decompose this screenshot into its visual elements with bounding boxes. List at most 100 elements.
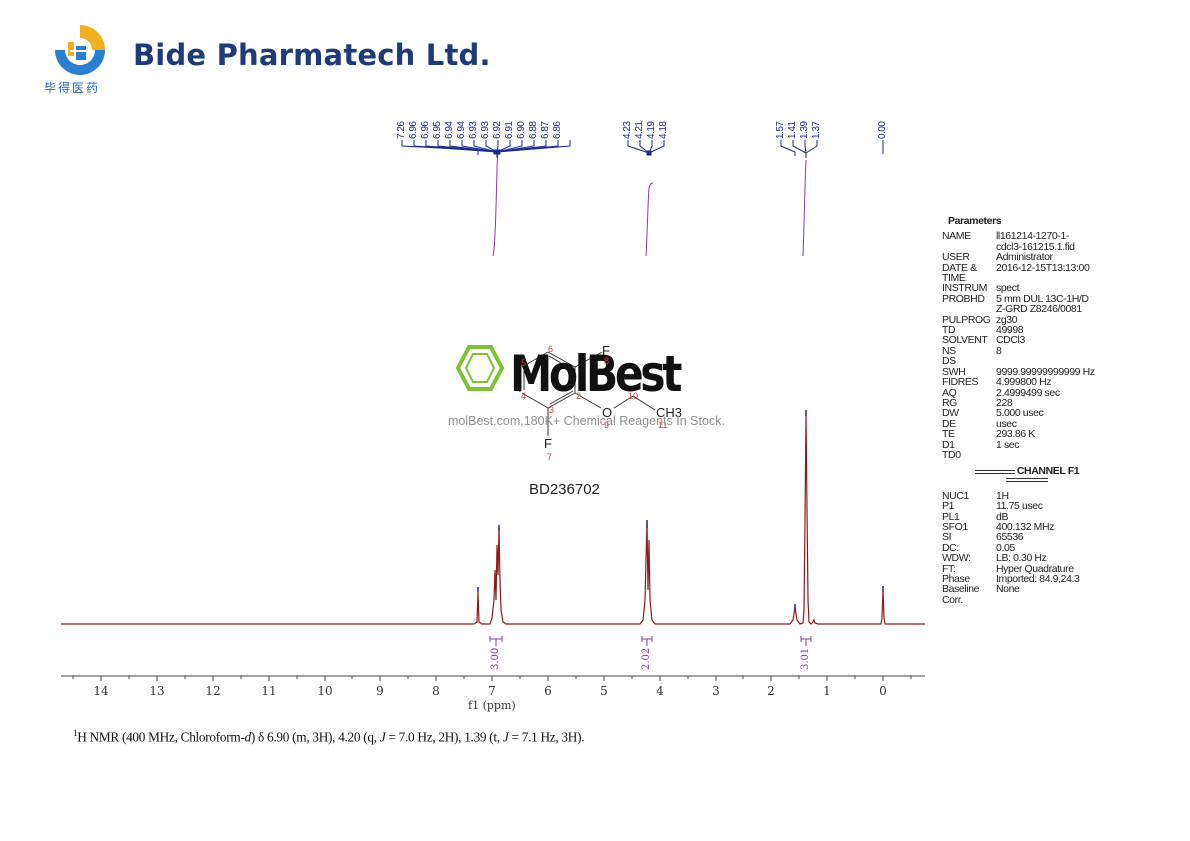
parameter-key: DE	[942, 417, 956, 430]
company-name: Bide Pharmatech Ltd.	[133, 38, 491, 72]
parameter-key: INSTRUM	[942, 282, 988, 295]
desc-d: d	[244, 729, 252, 745]
integration-curves	[492, 151, 807, 257]
parameter-value: 9999.99999999999 Hz	[996, 365, 1095, 378]
parameter-key: RG	[942, 396, 957, 409]
parameter-key: SFO1	[942, 520, 968, 533]
parameter-key: WDW:	[942, 552, 971, 565]
parameter-row: SWH 9999.99999999999 Hz	[942, 365, 1112, 378]
parameter-value: 2.4999499 sec	[996, 386, 1060, 399]
x-tick-label: 4	[656, 684, 664, 698]
parameter-key: DS	[942, 355, 956, 368]
parameter-key: PULPROG	[942, 313, 991, 326]
peak-label: 0.00	[877, 121, 888, 139]
channel-title-text: CHANNEL F1	[1016, 465, 1080, 478]
peak-label: 6.93	[480, 121, 491, 139]
x-tick-label: 14	[93, 684, 109, 698]
atom-label-f7: F	[544, 436, 552, 451]
peak-label: 6.92	[492, 121, 503, 139]
x-axis-label: f1 (ppm)	[468, 699, 516, 712]
x-axis-ticks	[72, 676, 912, 681]
integral-value: 3.00	[490, 647, 501, 670]
peak-label: 6.96	[408, 121, 419, 139]
watermark-brand: MolBest	[510, 345, 682, 403]
parameter-value: None	[996, 583, 1020, 596]
parameter-key: Phase	[942, 573, 970, 585]
x-tick-label: 6	[544, 684, 552, 698]
atom-label-ch3: CH3	[656, 405, 683, 420]
nmr-description: 1H NMR (400 MHz, Chloroform-d) δ 6.90 (m…	[73, 728, 585, 745]
parameter-key: TE	[942, 428, 955, 441]
parameter-key: SWH	[942, 365, 966, 378]
parameter-key: TD	[942, 324, 956, 337]
parameter-key: D1	[942, 438, 955, 451]
integral-brackets	[489, 636, 812, 646]
parameter-row: NAME ll161214-1270-1-	[942, 230, 1112, 243]
atom-number: 9	[604, 420, 610, 430]
parameter-value: ll161214-1270-1-	[996, 230, 1069, 243]
x-tick-label: 11	[261, 684, 277, 698]
parameter-row: RG 228	[942, 396, 1112, 409]
parameter-row: DATE &2016-12-15T13:13:00	[942, 261, 1112, 274]
parameter-row: Z-GRD Z8246/0081	[942, 303, 1112, 316]
atom-number: 5	[521, 358, 527, 368]
x-tick-label: 3	[712, 684, 720, 698]
parameter-key: NAME	[942, 230, 971, 243]
parameter-value: 5 mm DUL 13C-1H/D	[996, 292, 1089, 305]
parameter-key: SOLVENT	[942, 334, 988, 347]
parameter-row: PROBHD 5 mm DUL 13C-1H/D	[942, 292, 1112, 305]
watermark-tagline: molBest.com,180K+ Chemical Reagents In S…	[448, 414, 725, 428]
parameter-value: 400.132 MHz	[996, 520, 1055, 533]
parameter-row: FT:Hyper Quadrature	[942, 563, 1112, 574]
peak-label-connectors	[401, 140, 884, 158]
parameter-key: PL1	[942, 510, 960, 523]
parameter-value: 0.05	[996, 541, 1015, 554]
parameter-value: 228	[996, 396, 1013, 409]
parameter-value: 2016-12-15T13:13:00	[996, 261, 1090, 274]
parameter-value: Z-GRD Z8246/0081	[996, 303, 1082, 316]
x-tick-label: 10	[317, 684, 333, 698]
parameter-key: USER	[942, 251, 970, 264]
x-tick-label: 8	[432, 684, 440, 698]
x-tick-label: 9	[376, 684, 384, 698]
parameter-value: 11.75 usec	[996, 500, 1043, 513]
parameter-row: DC:0.05	[942, 541, 1112, 554]
parameter-key: Baseline	[942, 583, 980, 596]
peak-label: 6.91	[504, 121, 515, 139]
parameter-key: P1	[942, 500, 955, 513]
x-axis	[61, 675, 925, 681]
peak-label: 6.86	[552, 121, 563, 139]
peak-label: 6.87	[540, 121, 551, 139]
parameter-value: 49998	[996, 324, 1024, 337]
parameter-key: AQ	[942, 386, 957, 399]
parameter-row: P1 11.75 usec	[942, 500, 1112, 513]
desc-j2: J	[502, 729, 509, 745]
peak-label: 1.37	[811, 121, 822, 139]
atom-number: 7	[547, 452, 553, 462]
peak-label: 4.21	[634, 121, 645, 139]
parameter-value: 5.000 usec	[996, 407, 1044, 420]
integral-value: 2.02	[641, 647, 652, 670]
parameter-key: TD0	[942, 448, 961, 461]
parameter-key: NUC1	[942, 489, 969, 502]
bide-logo-icon	[55, 25, 105, 75]
parameter-value: dB	[996, 510, 1009, 523]
parameter-key: NS	[942, 344, 956, 357]
parameter-row: WDW:LB: 0.30 Hz	[942, 552, 1112, 565]
parameter-key: PROBHD	[942, 292, 985, 305]
x-tick-label: 7	[488, 684, 496, 698]
desc-rest2: = 7.0 Hz, 2H), 1.39 (t,	[385, 729, 503, 745]
atom-number: 10	[628, 391, 639, 401]
parameter-value: 4.999800 Hz	[996, 376, 1052, 389]
